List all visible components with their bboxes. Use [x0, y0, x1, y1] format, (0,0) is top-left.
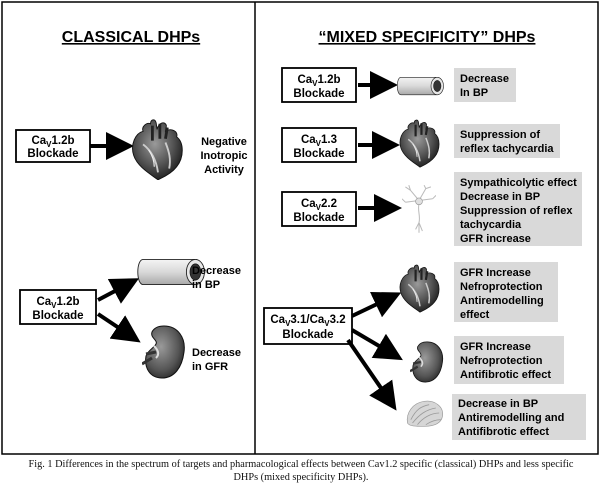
svg-text:Nefroprotection: Nefroprotection [460, 281, 543, 293]
svg-text:reflex tachycardia: reflex tachycardia [460, 143, 554, 155]
svg-text:In BP: In BP [460, 87, 488, 99]
left-cav12b-box-1: CaV1.2b Blockade [15, 129, 91, 163]
effect-decrease-bp-line-2: in BP [192, 279, 220, 291]
svg-text:GFR increase: GFR increase [460, 233, 531, 245]
svg-text:Suppression of reflex: Suppression of reflex [460, 205, 573, 217]
effect-box-sympathicolytic: Sympathicolytic effect Decrease in BP Su… [454, 172, 582, 246]
svg-text:Antiremodelling and: Antiremodelling and [458, 412, 564, 424]
effect-box-gfr-antiremodelling: GFR Increase Nefroprotection Antiremodel… [454, 262, 558, 322]
svg-text:Decrease in BP: Decrease in BP [458, 398, 538, 410]
effect-negative-inotropic-line-3: Activity [204, 164, 245, 176]
effect-negative-inotropic-line-1: Negative [201, 136, 247, 148]
svg-text:Decrease: Decrease [460, 73, 509, 85]
right-cav12b-box: CaV1.2b Blockade [281, 67, 357, 103]
svg-text:Sympathicolytic effect: Sympathicolytic effect [460, 177, 577, 189]
svg-text:Antifibrotic effect: Antifibrotic effect [460, 369, 551, 381]
svg-text:CaV1.2b: CaV1.2b [31, 135, 74, 149]
svg-text:Nefroprotection: Nefroprotection [460, 355, 543, 367]
effect-box-decrease-bp: Decrease In BP [454, 68, 516, 102]
svg-text:Antifibrotic effect: Antifibrotic effect [458, 426, 549, 438]
right-cav13-box: CaV1.3 Blockade [281, 127, 357, 163]
svg-text:CaV3.1/CaV3.2: CaV3.1/CaV3.2 [270, 314, 345, 328]
svg-text:GFR Increase: GFR Increase [460, 341, 531, 353]
arrow-left-3 [96, 312, 141, 343]
svg-text:CaV1.2b: CaV1.2b [297, 74, 340, 88]
svg-text:effect: effect [460, 309, 490, 321]
effect-decrease-gfr-line-1: Decrease [192, 347, 241, 359]
effect-negative-inotropic-line-2: Inotropic [200, 150, 247, 162]
left-cav12b-box-2: CaV1.2b Blockade [19, 289, 97, 325]
svg-text:Suppression of: Suppression of [460, 129, 540, 141]
effect-decrease-gfr-line-2: in GFR [192, 361, 228, 373]
svg-text:Blockade: Blockade [293, 212, 344, 224]
right-panel-header: “MIXED SPECIFICITY” DHPs [319, 29, 536, 46]
svg-text:GFR Increase: GFR Increase [460, 267, 531, 279]
effect-box-gfr-antifibrotic: GFR Increase Nefroprotection Antifibroti… [454, 336, 564, 384]
right-cav31-cav32-box: CaV3.1/CaV3.2 Blockade [263, 307, 353, 345]
svg-text:CaV2.2: CaV2.2 [301, 198, 337, 212]
svg-text:Decrease in BP: Decrease in BP [460, 191, 540, 203]
svg-text:CaV1.3: CaV1.3 [301, 134, 337, 148]
svg-text:Blockade: Blockade [27, 148, 78, 160]
effect-box-suppression-reflex-tachycardia: Suppression of reflex tachycardia [454, 124, 560, 158]
svg-text:Blockade: Blockade [282, 329, 333, 341]
arrow-right-6 [346, 338, 397, 411]
arrow-right-4 [351, 291, 402, 318]
right-cav22-box: CaV2.2 Blockade [281, 191, 357, 227]
svg-text:Blockade: Blockade [32, 310, 83, 322]
svg-text:tachycardia: tachycardia [460, 219, 522, 231]
left-panel-header: CLASSICAL DHPs [62, 29, 200, 46]
arrow-left-2 [97, 278, 140, 304]
arrow-right-5 [350, 328, 403, 361]
figure-caption: Fig. 1 Differences in the spectrum of ta… [28, 459, 574, 483]
svg-text:Blockade: Blockade [293, 88, 344, 100]
effect-box-decrease-bp-antiremodelling: Decrease in BP Antiremodelling and Antif… [452, 394, 586, 440]
svg-text:CaV1.2b: CaV1.2b [36, 296, 79, 310]
effect-decrease-bp-line-1: Decrease [192, 265, 241, 277]
blood-vessel-icon-2 [396, 76, 444, 96]
svg-text:Antiremodelling: Antiremodelling [460, 295, 544, 307]
svg-text:Blockade: Blockade [293, 148, 344, 160]
